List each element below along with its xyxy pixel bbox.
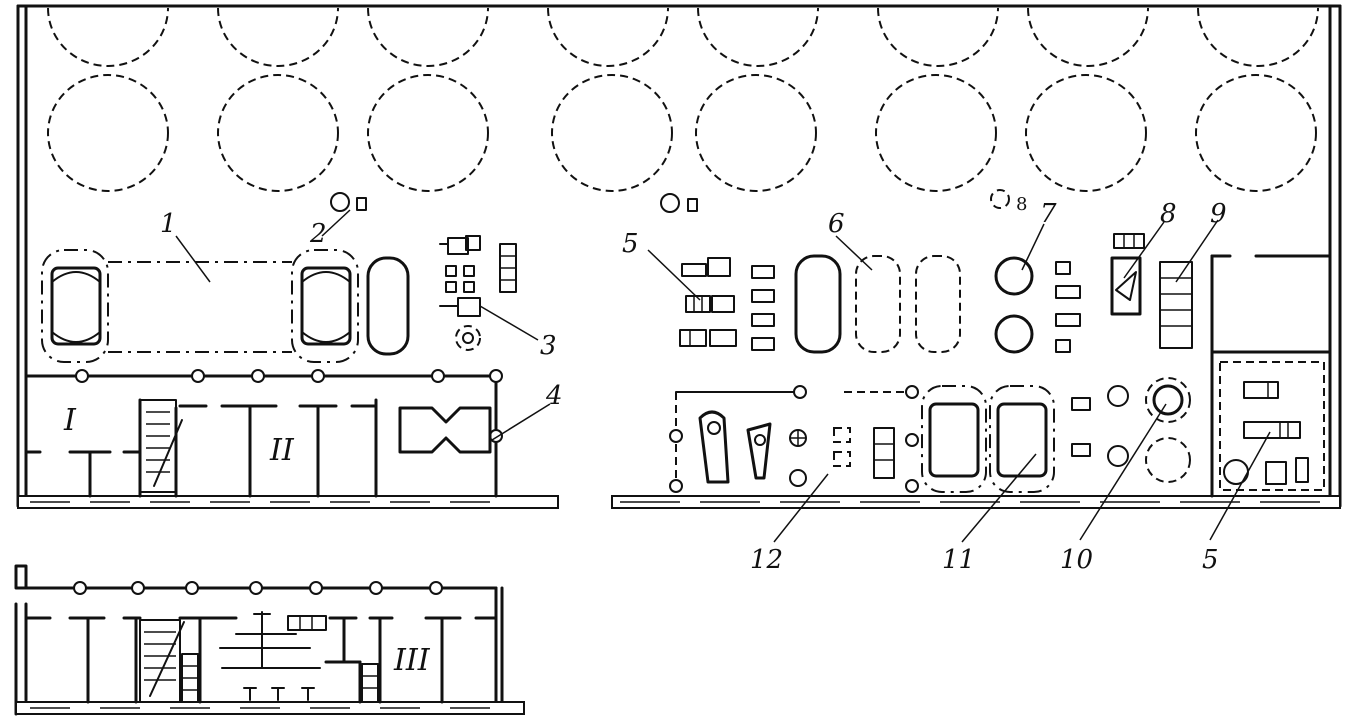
callout-4: 4 — [545, 381, 563, 411]
callout-6: 6 — [828, 209, 845, 239]
equipment-9 — [1159, 261, 1193, 349]
callout-5b: 5 — [1202, 545, 1219, 575]
callout-2: 2 — [309, 219, 327, 249]
callout-11: 11 — [942, 545, 975, 575]
callout-8: 8 — [1160, 199, 1177, 229]
callout-7: 7 — [1040, 199, 1057, 229]
room-label-ii: II — [269, 433, 295, 468]
room-label-i: I — [63, 403, 77, 438]
room-label-iii: III — [393, 643, 431, 678]
equipment-6 — [794, 254, 961, 354]
small-units-8: 8 — [330, 189, 1027, 215]
equipment-5 — [679, 257, 775, 351]
equipment-3 — [439, 235, 517, 351]
callout-leaders — [175, 209, 1271, 543]
small-unit-mark: 8 — [1016, 194, 1027, 215]
callout-5: 5 — [622, 229, 639, 259]
equipment-10 — [1071, 377, 1191, 483]
callout-3: 3 — [540, 331, 557, 361]
left-corridor — [24, 369, 503, 498]
equipment-12 — [669, 385, 919, 493]
callout-9: 9 — [1210, 199, 1227, 229]
equipment-7 — [994, 256, 1081, 354]
equipment-1 — [41, 249, 410, 363]
lower-plan: III — [14, 564, 525, 716]
callout-labels: 1 2 3 4 5 6 7 8 9 10 11 12 5 — [160, 199, 1227, 575]
equipment-8 — [1110, 233, 1145, 316]
tank-row-bottom — [47, 74, 1317, 192]
callout-1: 1 — [160, 209, 177, 239]
room-labels-upper: I II — [63, 403, 295, 468]
tank-row-top — [47, 7, 1319, 67]
right-room — [1210, 254, 1332, 498]
callout-10: 10 — [1060, 545, 1093, 575]
callout-12: 12 — [750, 545, 783, 575]
equipment-11 — [921, 385, 1055, 493]
